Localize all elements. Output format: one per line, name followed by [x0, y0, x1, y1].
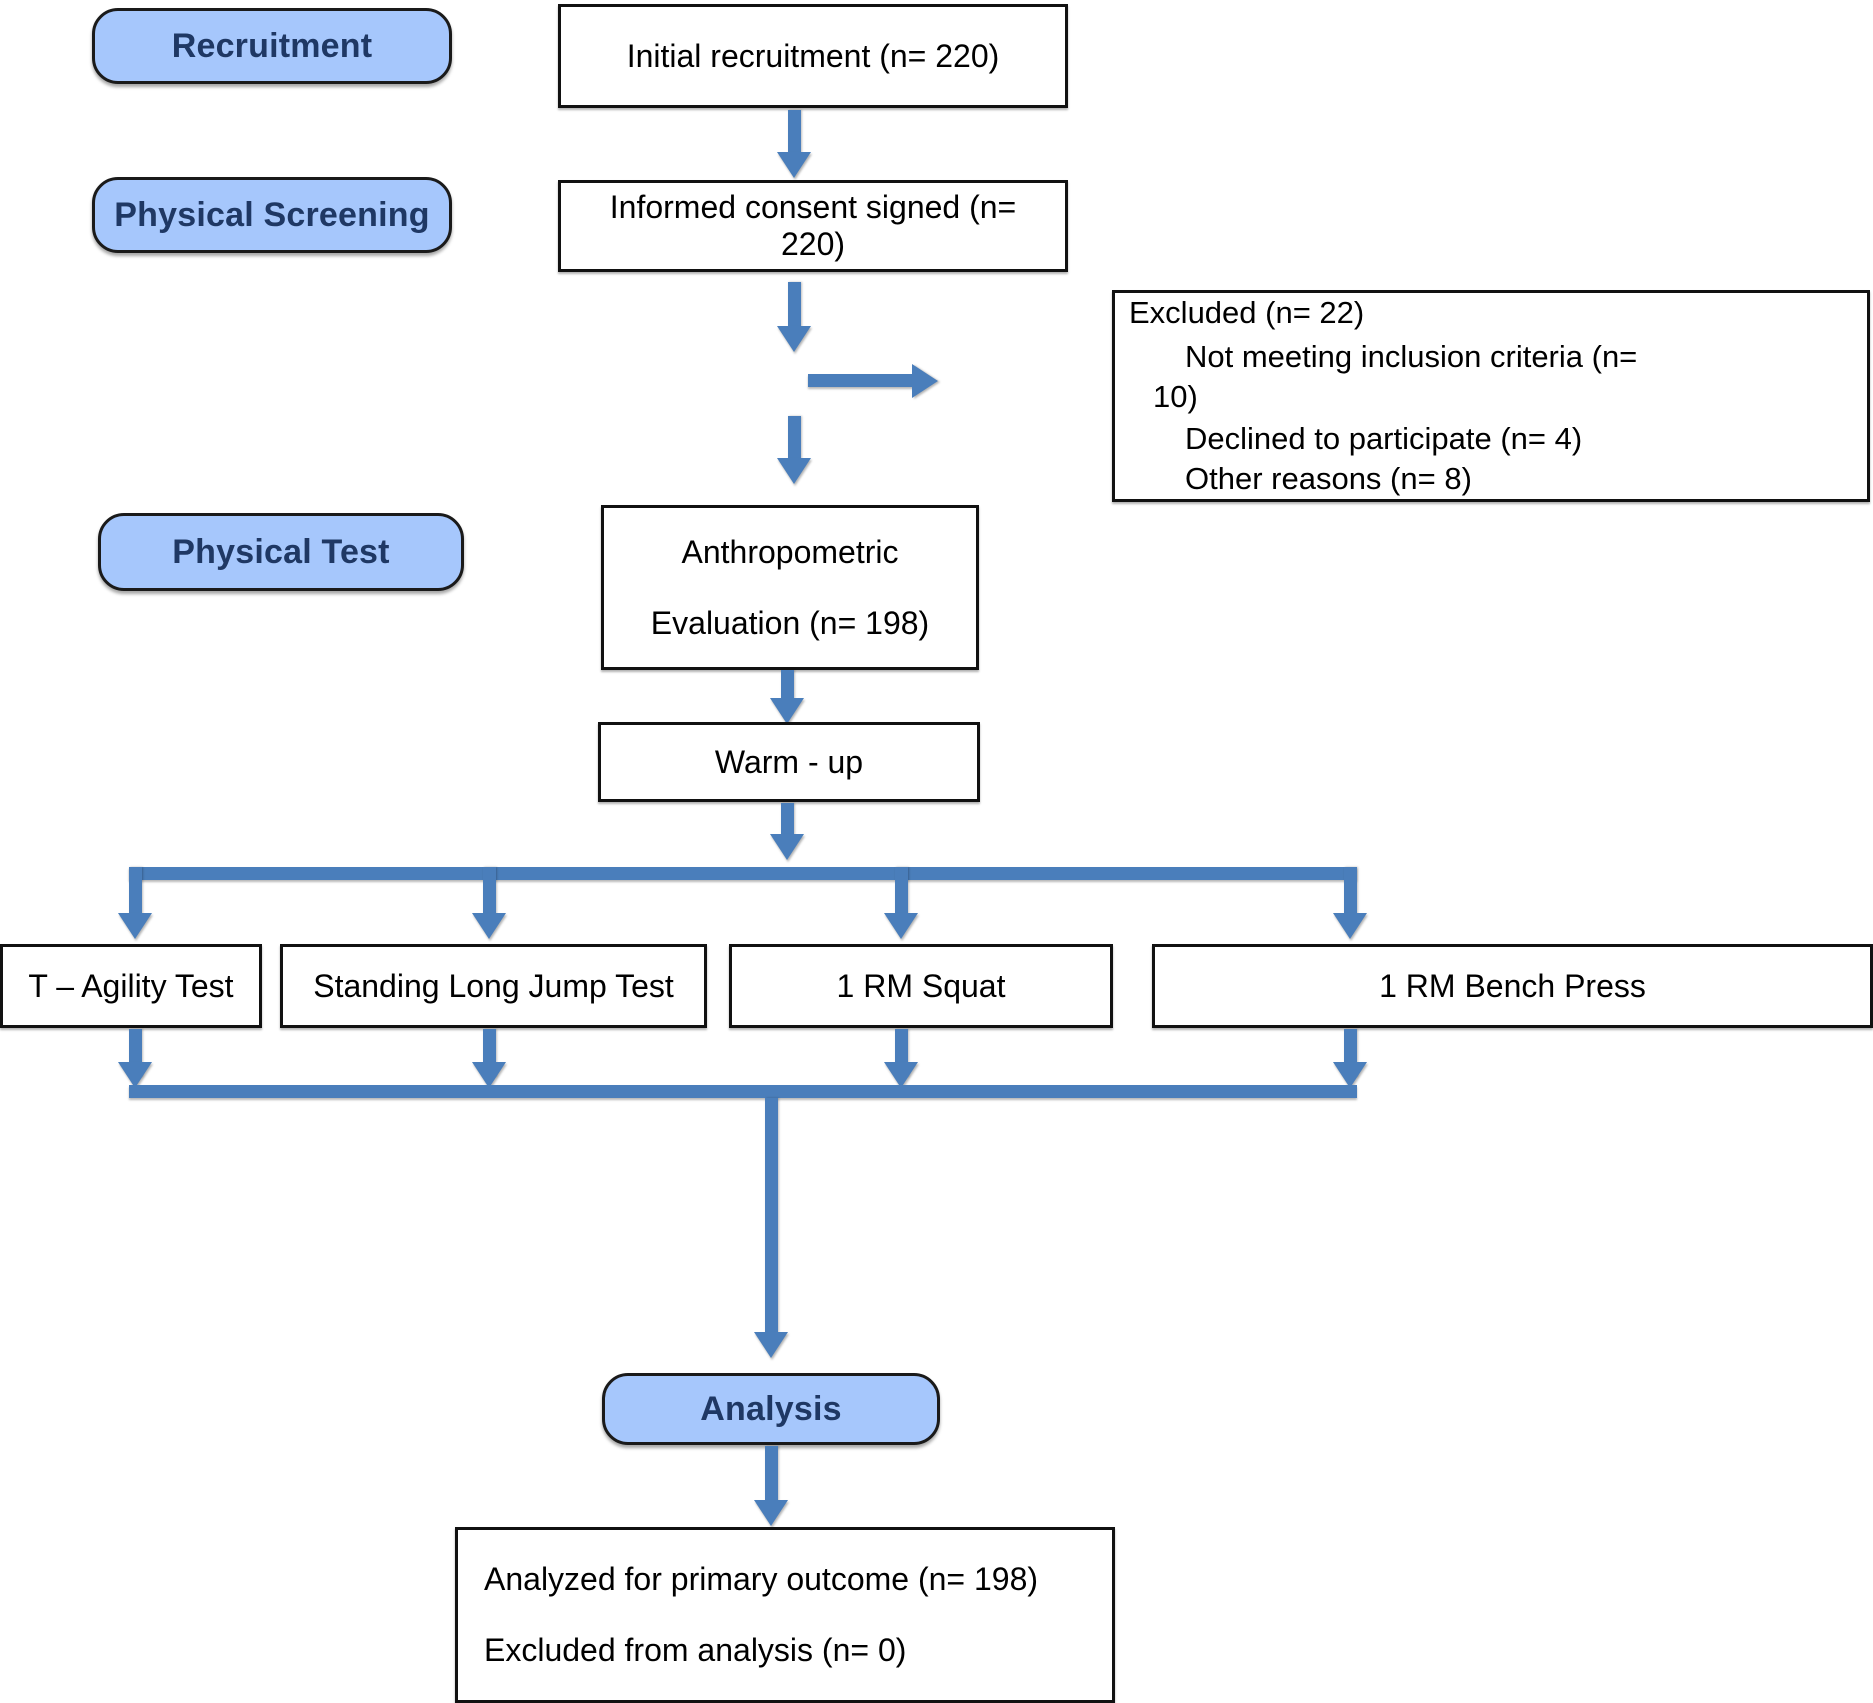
connector-warmup-to-bus-line	[781, 803, 794, 841]
box-test-t-agility-text: T – Agility Test	[28, 967, 234, 1004]
branch-drop-standing-long-jump-line	[483, 867, 496, 919]
box-outcome-line-2: Excluded from analysis (n= 0)	[484, 1632, 907, 1668]
connector-analysis-to-outcome-arrow	[754, 1500, 788, 1526]
stage-label-analysis-text: Analysis	[700, 1389, 842, 1428]
box-informed-consent-text: Informed consent signed (n= 220)	[609, 189, 1017, 262]
box-test-standing-long-jump[interactable]: Standing Long Jump Test	[280, 944, 707, 1028]
box-test-rm-bench-press-text: 1 RM Bench Press	[1379, 967, 1646, 1004]
connector-to-anthropometric-line	[788, 416, 801, 464]
box-anthropometric-evaluation[interactable]: Anthropometric Evaluation (n= 198)	[601, 505, 979, 670]
branch-drop-rm-squat-line	[895, 867, 908, 919]
box-excluded[interactable]: Excluded (n= 22) Not meeting inclusion c…	[1112, 290, 1870, 502]
box-anthropometric-line-1: Anthropometric	[681, 533, 899, 570]
converge-arrow-t-agility	[118, 1062, 152, 1088]
box-excluded-line-4: Declined to participate (n= 4)	[1185, 420, 1583, 456]
box-excluded-line-5: Other reasons (n= 8)	[1185, 460, 1472, 496]
stage-label-physical-screening-text: Physical Screening	[114, 195, 430, 234]
connector-bus-to-analysis-arrow	[754, 1332, 788, 1358]
branch-drop-t-agility-line	[129, 867, 142, 919]
connector-recruitment-to-consent-arrow	[777, 152, 811, 178]
box-initial-recruitment[interactable]: Initial recruitment (n= 220)	[558, 4, 1068, 108]
box-informed-consent[interactable]: Informed consent signed (n= 220)	[558, 180, 1068, 272]
box-test-rm-bench-press[interactable]: 1 RM Bench Press	[1152, 944, 1873, 1028]
branch-drop-standing-long-jump-arrow	[472, 913, 506, 939]
stage-label-recruitment-text: Recruitment	[171, 26, 373, 65]
connector-consent-down-arrow	[777, 326, 811, 352]
box-outcome-line-1: Analyzed for primary outcome (n= 198)	[484, 1561, 1039, 1597]
box-excluded-content: Excluded (n= 22) Not meeting inclusion c…	[1115, 294, 1867, 497]
stage-label-physical-test[interactable]: Physical Test	[98, 513, 464, 591]
converge-bus-bottom	[129, 1085, 1357, 1098]
box-excluded-line-3: 10)	[1153, 379, 1198, 415]
box-outcome-content: Analyzed for primary outcome (n= 198) Ex…	[458, 1561, 1112, 1669]
box-warm-up[interactable]: Warm - up	[598, 722, 980, 802]
connector-recruitment-to-consent-line	[788, 110, 801, 158]
stage-label-physical-test-text: Physical Test	[172, 532, 390, 571]
box-excluded-line-1: Excluded (n= 22)	[1129, 295, 1365, 331]
connector-anthropometric-to-warmup-arrow	[770, 698, 804, 724]
box-warm-up-text: Warm - up	[714, 743, 864, 780]
converge-arrow-standing-long-jump	[472, 1062, 506, 1088]
connector-anthropometric-to-warmup-line	[781, 670, 794, 704]
box-test-rm-squat-text: 1 RM Squat	[836, 967, 1006, 1004]
branch-drop-rm-squat-arrow	[884, 913, 918, 939]
box-outcome[interactable]: Analyzed for primary outcome (n= 198) Ex…	[455, 1527, 1115, 1703]
connector-warmup-to-bus-arrow	[770, 834, 804, 860]
branch-drop-rm-bench-press-line	[1344, 867, 1357, 919]
connector-to-anthropometric-arrow	[777, 458, 811, 484]
box-anthropometric-line-2: Evaluation (n= 198)	[650, 604, 930, 641]
box-initial-recruitment-text: Initial recruitment (n= 220)	[626, 37, 1000, 74]
connector-to-excluded-line	[808, 374, 918, 387]
stage-label-physical-screening[interactable]: Physical Screening	[92, 177, 452, 253]
converge-arrow-rm-bench-press	[1333, 1062, 1367, 1088]
box-test-rm-squat[interactable]: 1 RM Squat	[729, 944, 1113, 1028]
connector-to-excluded-arrow	[912, 364, 938, 398]
connector-analysis-to-outcome-line	[765, 1446, 778, 1510]
stage-label-analysis[interactable]: Analysis	[602, 1373, 940, 1445]
box-excluded-line-2: Not meeting inclusion criteria (n=	[1185, 339, 1638, 375]
connector-consent-down-line	[788, 282, 801, 332]
box-anthropometric-content: Anthropometric Evaluation (n= 198)	[604, 534, 976, 642]
branch-drop-t-agility-arrow	[118, 913, 152, 939]
connector-bus-to-analysis-line	[765, 1098, 778, 1336]
branch-bus-top	[129, 867, 1357, 880]
box-test-t-agility[interactable]: T – Agility Test	[0, 944, 262, 1028]
converge-arrow-rm-squat	[884, 1062, 918, 1088]
box-test-standing-long-jump-text: Standing Long Jump Test	[313, 967, 674, 1004]
branch-drop-rm-bench-press-arrow	[1333, 913, 1367, 939]
stage-label-recruitment[interactable]: Recruitment	[92, 8, 452, 84]
